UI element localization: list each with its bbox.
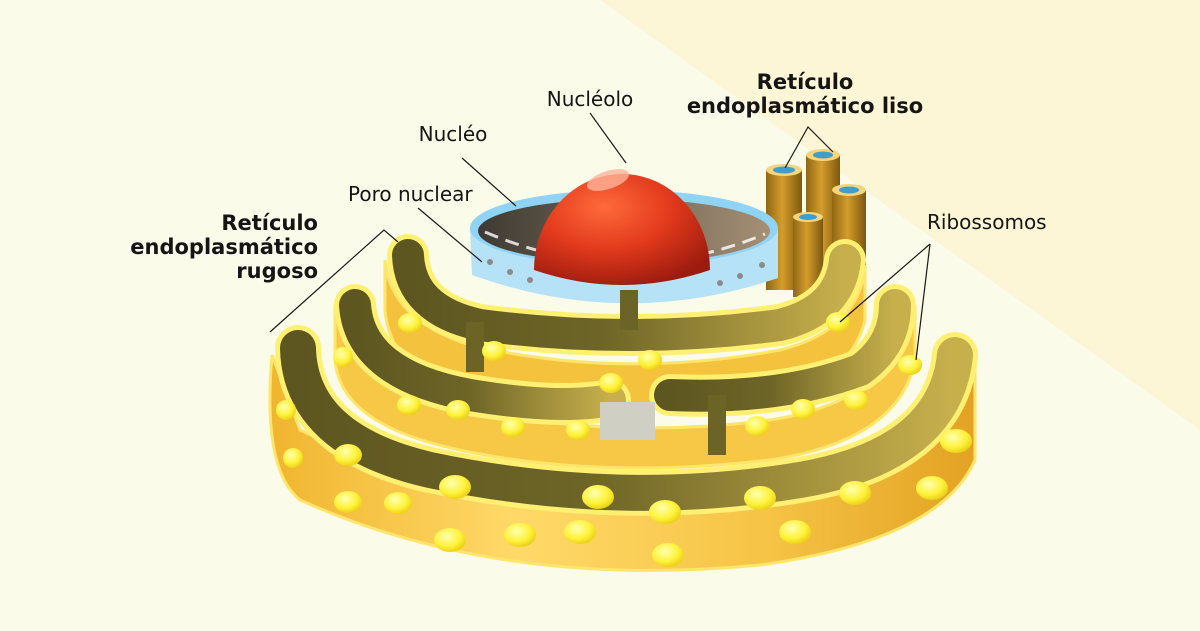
- label-liso-line-1: Retículo: [756, 70, 854, 94]
- label-reticulo-rugoso: Retículo endoplasmático rugoso: [120, 211, 318, 283]
- label-rugoso-line-2: endoplasmático: [130, 235, 318, 259]
- label-reticulo-liso: Retículo endoplasmático liso: [680, 70, 930, 118]
- rough-er: [268, 234, 978, 572]
- label-nucleolo: Nucléolo: [546, 87, 634, 111]
- label-nucleo: Nucléo: [418, 122, 488, 146]
- label-ribossomos: Ribossomos: [927, 210, 1047, 234]
- nucleolus: [534, 169, 710, 285]
- ribosomes: [276, 312, 972, 567]
- background-band: [0, 0, 1200, 430]
- label-rugoso-line-1: Retículo: [221, 211, 318, 235]
- label-rugoso-line-3: rugoso: [236, 259, 318, 283]
- label-poro-nuclear: Poro nuclear: [348, 182, 473, 206]
- leader-lines: [269, 112, 931, 361]
- label-liso-line-2: endoplasmático liso: [686, 94, 924, 118]
